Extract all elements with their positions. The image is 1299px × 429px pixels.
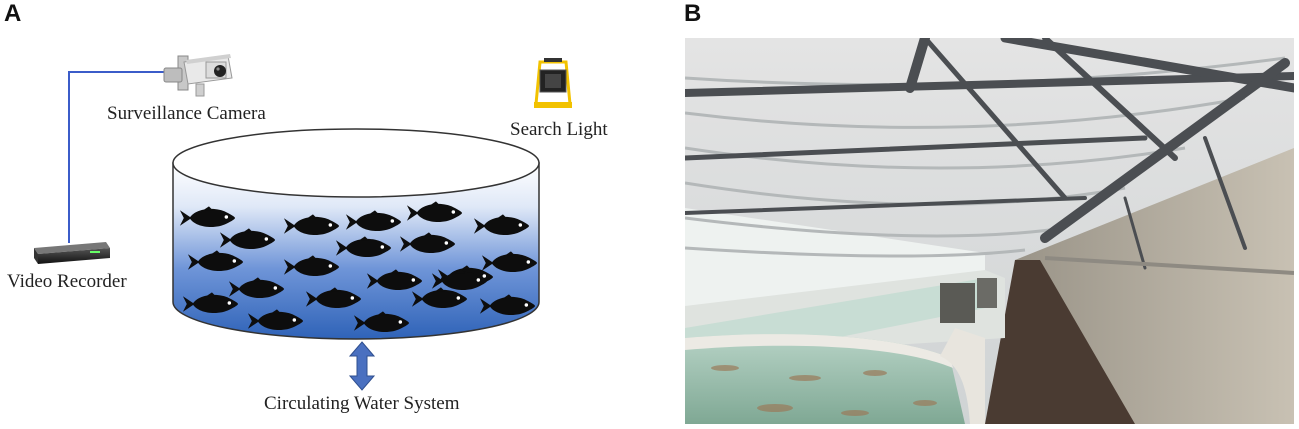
panel-letter-b: B (684, 0, 702, 27)
surveillance-camera-icon (163, 54, 233, 97)
surveillance-camera-label: Surveillance Camera (107, 103, 266, 124)
circulation-arrow-icon (348, 341, 376, 391)
aquaculture-greenhouse-photo (685, 38, 1294, 424)
video-recorder-label: Video Recorder (7, 271, 127, 292)
fish-in-water (711, 365, 937, 416)
steel-beams (685, 38, 1294, 270)
tank-rows (685, 270, 1005, 424)
search-light-icon (534, 58, 572, 108)
panel-letter-a: A (4, 0, 22, 27)
wall-rail (1044, 256, 1294, 275)
camera-cable (68, 71, 173, 243)
video-recorder-icon (34, 242, 110, 264)
search-light-label: Search Light (510, 119, 608, 140)
circulating-water-system-label: Circulating Water System (264, 393, 460, 414)
aquaculture-monitoring-diagram (34, 54, 572, 391)
